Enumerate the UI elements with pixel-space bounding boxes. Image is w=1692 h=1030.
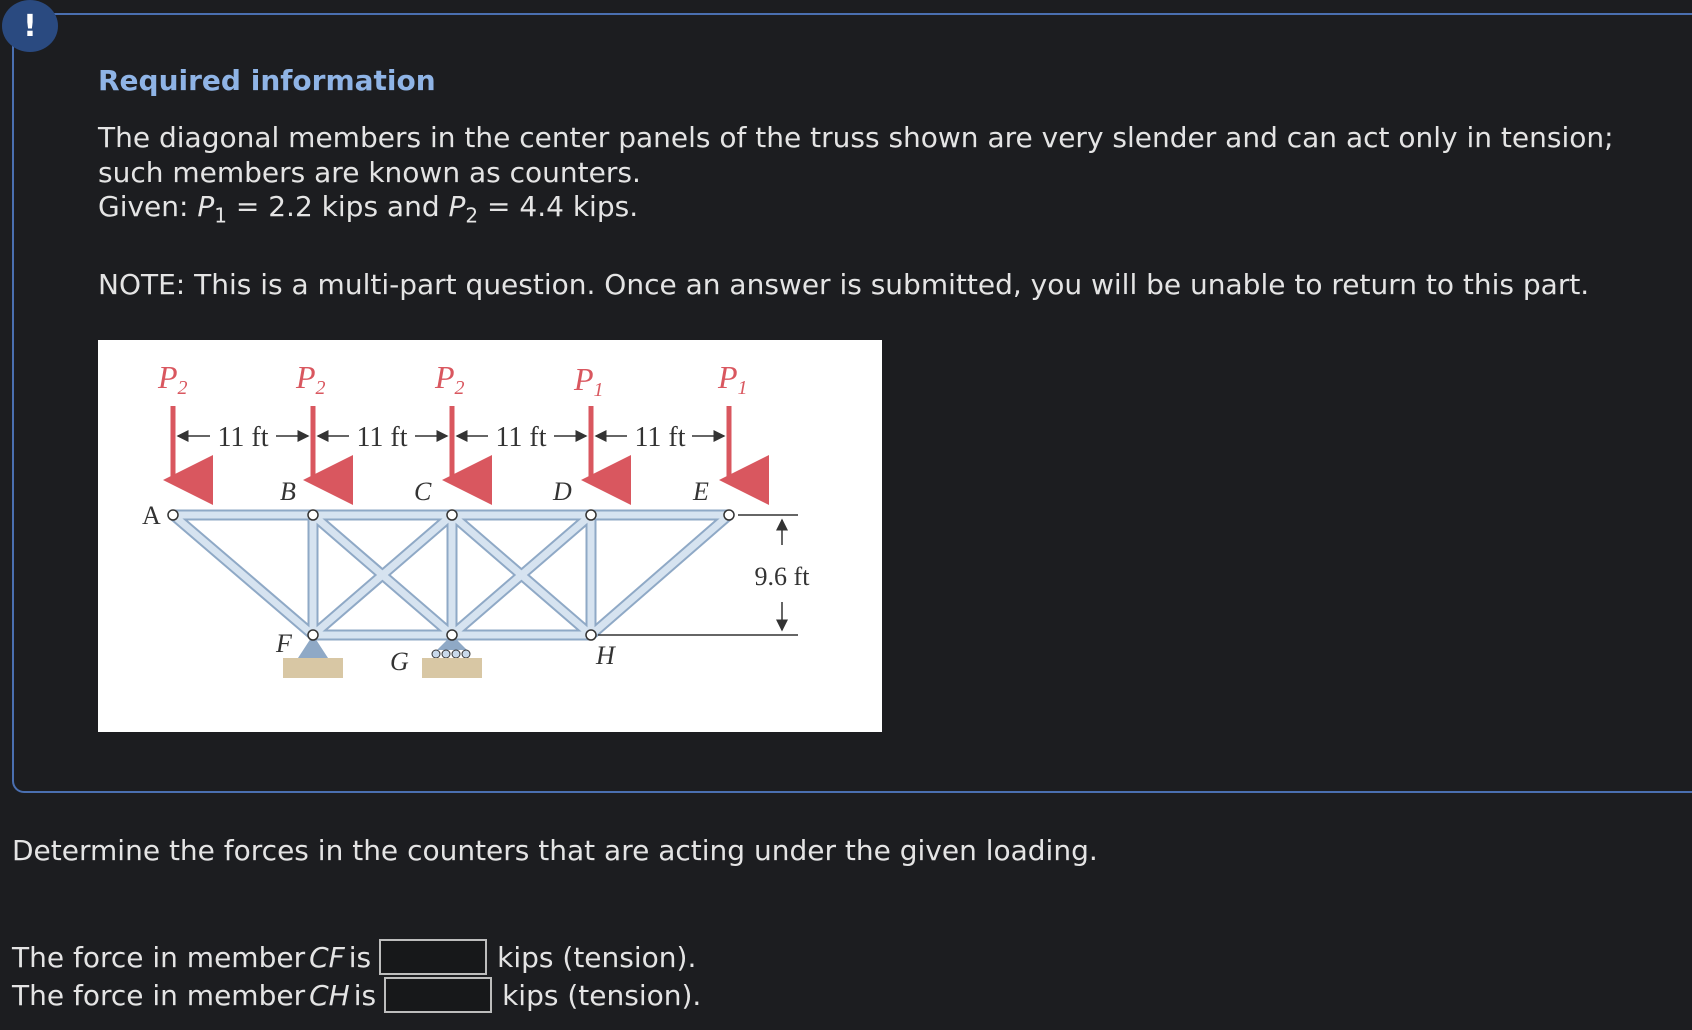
- load-label-b: P2: [295, 359, 326, 399]
- required-information-panel: [12, 13, 1692, 793]
- answer-unit: kips (tension).: [502, 978, 702, 1012]
- truss-joints: [167, 509, 735, 641]
- p1-subscript: 1: [214, 203, 227, 228]
- given-prefix: Given:: [98, 190, 198, 223]
- height-label: 9.6 ft: [755, 562, 811, 591]
- node-label-b: B: [280, 477, 296, 506]
- truss-figure: P2 P2 P2 P1 P1 11 ft 11 ft 11 ft 11 ft: [98, 340, 882, 732]
- answer-is: is: [348, 940, 372, 974]
- given-values: Given: P1 = 2.2 kips and P2 = 4.4 kips.: [98, 190, 638, 228]
- load-label-d: P1: [573, 361, 604, 401]
- span-label-2: 11 ft: [356, 422, 407, 453]
- height-dimension: [598, 514, 798, 636]
- span-label-4: 11 ft: [634, 422, 685, 453]
- question-text: Determine the forces in the counters tha…: [12, 834, 1098, 867]
- node-label-c: C: [414, 477, 432, 506]
- cf-force-input[interactable]: [379, 939, 488, 975]
- node-label-h: H: [595, 641, 616, 670]
- answer-is: is: [353, 978, 377, 1012]
- load-arrows: [163, 406, 769, 505]
- load-label-c: P2: [434, 359, 465, 399]
- answer-unit: kips (tension).: [497, 940, 697, 974]
- answer-prefix: The force in member: [12, 978, 306, 1012]
- alert-icon: !: [2, 0, 58, 52]
- p1-symbol: P: [197, 190, 215, 223]
- ch-force-input[interactable]: [384, 977, 493, 1013]
- problem-description: The diagonal members in the center panel…: [98, 121, 1614, 189]
- load-label-e: P1: [717, 359, 748, 399]
- p1-value: = 2.2 kips and: [226, 190, 449, 223]
- truss-diagram: P2 P2 P2 P1 P1 11 ft 11 ft 11 ft 11 ft: [142, 359, 811, 678]
- span-label-1: 11 ft: [217, 422, 268, 453]
- multi-part-note: NOTE: This is a multi-part question. Onc…: [98, 268, 1590, 301]
- support-f: [283, 635, 343, 678]
- member-cf-label: CF: [309, 940, 345, 974]
- span-label-3: 11 ft: [495, 422, 546, 453]
- answer-prefix: The force in member: [12, 940, 306, 974]
- p2-symbol: P: [448, 190, 466, 223]
- node-label-d: D: [552, 477, 572, 506]
- member-ch-label: CH: [309, 978, 350, 1012]
- node-label-f: F: [275, 629, 293, 658]
- node-label-g: G: [390, 647, 409, 676]
- required-information-title: Required information: [98, 64, 436, 97]
- p2-value: = 4.4 kips.: [478, 190, 639, 223]
- truss-members-fill: [169, 511, 733, 639]
- answer-row-ch: The force in member CH is kips (tension)…: [12, 976, 701, 1014]
- support-g: [422, 635, 482, 678]
- node-label-a: A: [142, 501, 161, 530]
- p2-subscript: 2: [465, 203, 479, 228]
- load-label-a: P2: [157, 359, 188, 399]
- answer-row-cf: The force in member CF is kips (tension)…: [12, 938, 696, 976]
- node-label-e: E: [692, 477, 709, 506]
